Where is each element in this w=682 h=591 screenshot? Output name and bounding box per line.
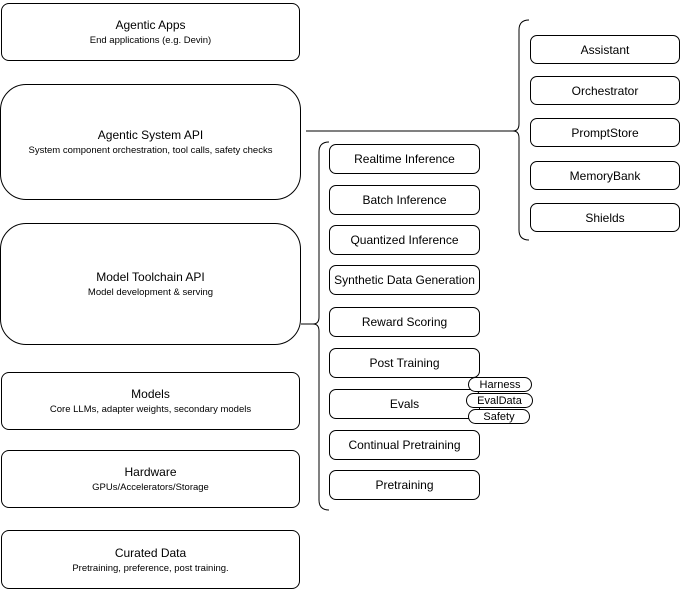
box-subtitle: System component orchestration, tool cal… <box>28 145 273 156</box>
box-title: Agentic Apps <box>115 18 186 32</box>
box-label: Reward Scoring <box>361 315 448 329</box>
box-label: Continual Pretraining <box>348 438 461 452</box>
box-label: Pretraining <box>375 478 434 492</box>
box-promptstore: PromptStore <box>530 118 680 147</box>
box-assistant: Assistant <box>530 35 680 64</box>
middle-group-brace <box>312 141 330 511</box>
pill-harness: Harness <box>468 377 532 392</box>
box-title: Hardware <box>124 465 177 479</box>
box-shields: Shields <box>530 203 680 232</box>
box-memorybank: MemoryBank <box>530 161 680 190</box>
box-agentic-apps: Agentic Apps End applications (e.g. Devi… <box>1 3 300 61</box>
box-title: Agentic System API <box>97 128 204 142</box>
box-agentic-system-api: Agentic System API System component orch… <box>0 84 301 200</box>
box-subtitle: GPUs/Accelerators/Storage <box>92 482 209 493</box>
box-subtitle: Core LLMs, adapter weights, secondary mo… <box>49 404 252 415</box>
box-curated-data: Curated Data Pretraining, preference, po… <box>1 530 300 589</box>
box-subtitle: End applications (e.g. Devin) <box>89 35 212 46</box>
box-hardware: Hardware GPUs/Accelerators/Storage <box>1 450 300 508</box>
box-label: MemoryBank <box>569 168 641 183</box>
box-label: Orchestrator <box>571 83 639 98</box>
box-label: Synthetic Data Generation <box>334 273 475 287</box>
box-label: Batch Inference <box>362 193 447 207</box>
right-group-brace <box>512 19 530 241</box>
box-orchestrator: Orchestrator <box>530 76 680 105</box>
box-pretraining: Pretraining <box>329 470 480 500</box>
box-title: Curated Data <box>114 545 187 560</box>
box-label: Evals <box>389 397 420 411</box>
box-model-toolchain-api: Model Toolchain API Model development & … <box>0 223 301 345</box>
pill-label: EvalData <box>477 394 522 407</box>
box-evals: Evals <box>329 389 480 419</box>
box-label: Post Training <box>369 356 440 370</box>
pill-label: Safety <box>483 410 515 423</box>
pill-safety: Safety <box>468 409 530 424</box>
box-models: Models Core LLMs, adapter weights, secon… <box>1 372 300 430</box>
box-batch-inference: Batch Inference <box>329 185 480 215</box>
box-reward-scoring: Reward Scoring <box>329 307 480 337</box>
box-label: Shields <box>585 210 625 225</box>
box-quantized-inference: Quantized Inference <box>329 225 480 255</box>
box-label: Realtime Inference <box>354 152 455 166</box>
pill-evaldata: EvalData <box>466 393 533 408</box>
box-title: Model Toolchain API <box>96 270 205 284</box>
box-realtime-inference: Realtime Inference <box>329 144 480 174</box>
box-label: Assistant <box>580 42 630 57</box>
box-label: Quantized Inference <box>350 233 459 247</box>
box-subtitle: Pretraining, preference, post training. <box>72 562 229 574</box>
pill-label: Harness <box>479 378 521 391</box>
box-continual-pretraining: Continual Pretraining <box>329 430 480 460</box>
box-synthetic-data-generation: Synthetic Data Generation <box>329 265 480 295</box>
box-post-training: Post Training <box>329 348 480 378</box>
box-subtitle: Model development & serving <box>87 287 214 298</box>
box-label: PromptStore <box>571 125 639 140</box>
box-title: Models <box>131 387 170 401</box>
